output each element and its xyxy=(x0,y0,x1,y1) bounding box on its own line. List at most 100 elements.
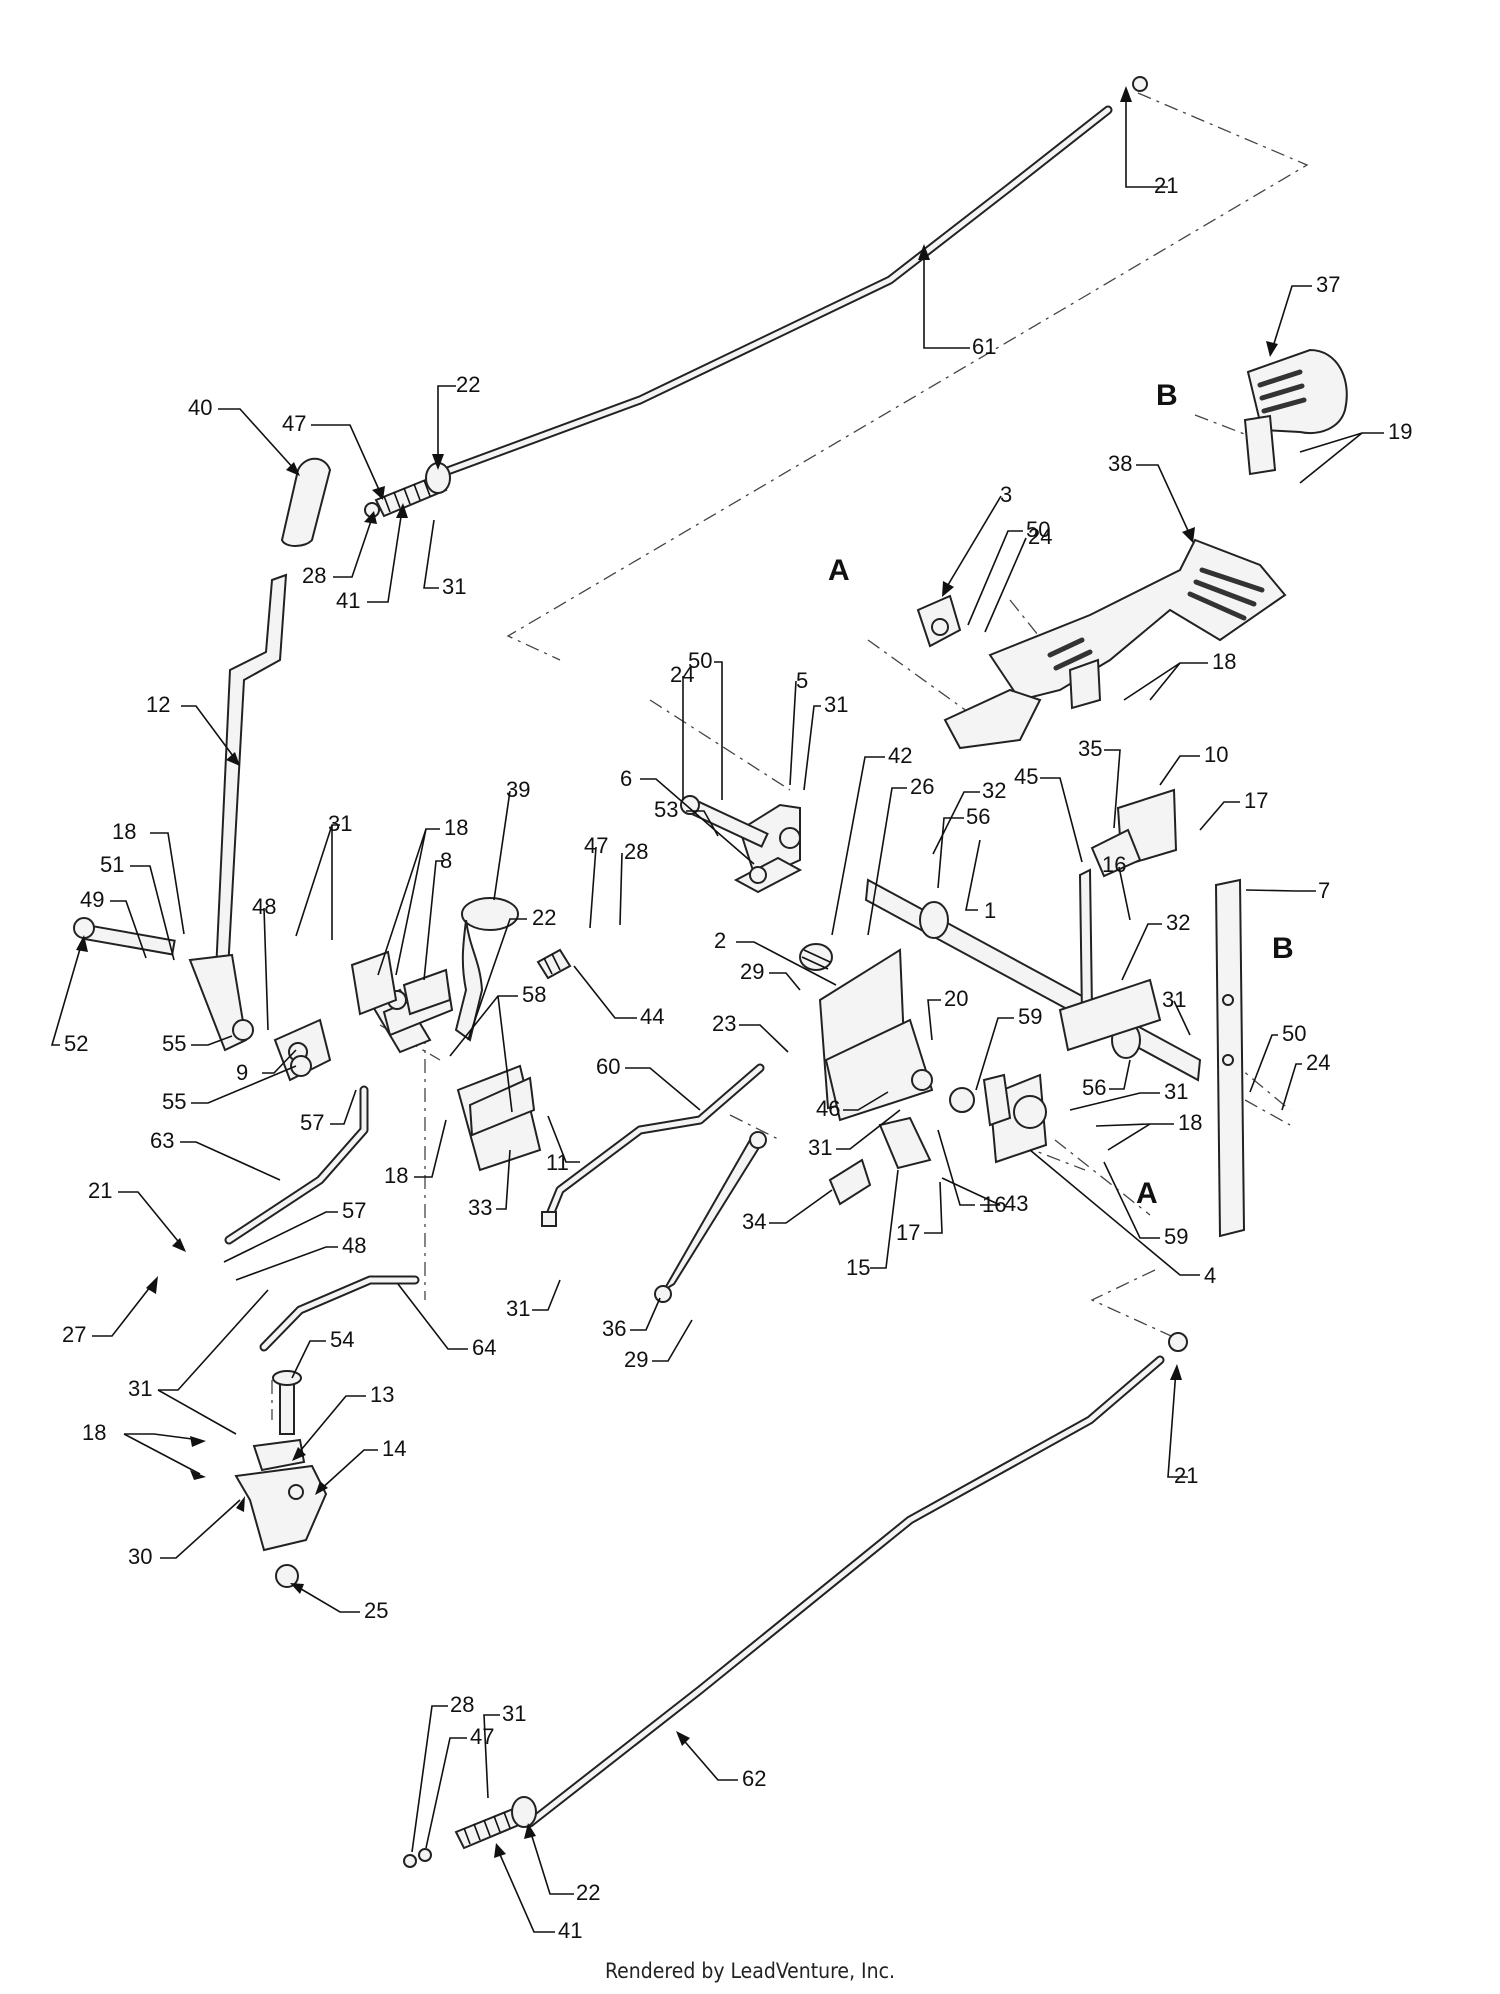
callout-24-top: 24 xyxy=(1028,524,1052,549)
callout-53: 53 xyxy=(654,797,678,822)
callout-64: 64 xyxy=(472,1335,496,1360)
callout-48-left: 48 xyxy=(342,1233,366,1258)
callout-48-mid: 48 xyxy=(252,894,276,919)
callout-14: 14 xyxy=(382,1436,406,1461)
callout-29-mid: 29 xyxy=(740,959,764,984)
callout-57-left: 57 xyxy=(342,1198,366,1223)
pin-54 xyxy=(272,1370,302,1435)
spring-44 xyxy=(536,948,572,980)
callout-16-center: 16 xyxy=(982,1192,1006,1217)
bolt-53 xyxy=(680,795,769,848)
cylinder-36 xyxy=(654,1131,767,1303)
spring-42 xyxy=(799,943,833,971)
callout-57-mid: 57 xyxy=(300,1110,324,1135)
bracket-14 xyxy=(234,1464,328,1552)
callout-47-bottom: 47 xyxy=(470,1724,494,1749)
callout-24-mid: 24 xyxy=(670,662,694,687)
bracket-13 xyxy=(252,1438,306,1472)
callout-41-top: 41 xyxy=(336,588,360,613)
knob-39 xyxy=(454,897,519,1042)
callout-28-top: 28 xyxy=(302,563,326,588)
callout-44: 44 xyxy=(640,1004,664,1029)
callout-55-top: 55 xyxy=(162,1031,186,1056)
callout-18-lower: 18 xyxy=(384,1163,408,1188)
callout-19: 19 xyxy=(1388,419,1412,444)
callout-12: 12 xyxy=(146,692,170,717)
callout-17-top: 17 xyxy=(1244,788,1268,813)
rod-60 xyxy=(541,1063,765,1227)
callout-31-left-low: 31 xyxy=(128,1376,152,1401)
bracket-15 xyxy=(878,1116,932,1170)
callout-7: 7 xyxy=(1318,878,1330,903)
callout-50-right: 50 xyxy=(1282,1021,1306,1046)
callout-56-top: 56 xyxy=(966,804,990,829)
callout-29-low: 29 xyxy=(624,1347,648,1372)
callout-18-bottom: 18 xyxy=(82,1420,106,1445)
callout-2: 2 xyxy=(714,928,726,953)
callout-34: 34 xyxy=(742,1209,766,1234)
pivot-9 xyxy=(232,1018,332,1082)
callout-36: 36 xyxy=(602,1316,626,1341)
callout-31-mid: 31 xyxy=(824,692,848,717)
lever-12 xyxy=(188,573,288,1052)
callout-59-low: 59 xyxy=(1164,1224,1188,1249)
callout-37: 37 xyxy=(1316,272,1340,297)
callout-41-bottom: 41 xyxy=(558,1918,582,1943)
callout-46: 46 xyxy=(816,1096,840,1121)
callout-5: 5 xyxy=(796,668,808,693)
callout-24-right: 24 xyxy=(1306,1050,1330,1075)
callout-62: 62 xyxy=(742,1766,766,1791)
rod-62 xyxy=(525,1332,1188,1828)
callout-54: 54 xyxy=(330,1327,354,1352)
callout-49: 49 xyxy=(80,887,104,912)
callout-3: 3 xyxy=(1000,482,1012,507)
callout-28-bottom: 28 xyxy=(450,1692,474,1717)
lever-6 xyxy=(733,856,803,894)
callout-16-top: 16 xyxy=(1102,852,1126,877)
knob-40 xyxy=(280,457,332,547)
callout-45: 45 xyxy=(1014,764,1038,789)
callout-47-top: 47 xyxy=(282,411,306,436)
callout-31-bottom: 31 xyxy=(502,1701,526,1726)
plate-4 xyxy=(982,1073,1048,1164)
callout-52: 52 xyxy=(64,1031,88,1056)
callout-35: 35 xyxy=(1078,736,1102,761)
callout-56-right: 56 xyxy=(1082,1075,1106,1100)
callout-31-top: 31 xyxy=(442,574,466,599)
callout-25: 25 xyxy=(364,1598,388,1623)
callout-18-left: 18 xyxy=(112,819,136,844)
callout-21-top: 21 xyxy=(1154,173,1178,198)
callout-50-top: 50 xyxy=(1026,517,1050,542)
callout-4: 4 xyxy=(1204,1263,1216,1288)
callout-22-mid: 22 xyxy=(532,905,556,930)
rod-61 xyxy=(429,76,1148,481)
rod-63 xyxy=(224,1085,369,1245)
callout-55-bottom: 55 xyxy=(162,1089,186,1114)
marker-b-frame: B xyxy=(1272,932,1294,965)
callout-17-center: 17 xyxy=(896,1220,920,1245)
callout-51: 51 xyxy=(100,852,124,877)
callout-31-right: 31 xyxy=(1162,987,1186,1012)
callout-18-right: 18 xyxy=(1178,1110,1202,1135)
callout-21-left: 21 xyxy=(88,1178,112,1203)
callout-61: 61 xyxy=(972,334,996,359)
callout-15: 15 xyxy=(846,1255,870,1280)
callout-33: 33 xyxy=(468,1195,492,1220)
callout-59-right: 59 xyxy=(1018,1004,1042,1029)
bracket-45 xyxy=(1058,868,1162,1052)
callout-18-mid: 18 xyxy=(444,815,468,840)
callout-39: 39 xyxy=(506,777,530,802)
rod-64 xyxy=(259,1275,420,1352)
callout-20: 20 xyxy=(944,986,968,1011)
callout-26: 26 xyxy=(910,774,934,799)
bracket-3 xyxy=(916,594,962,648)
pedal-38 xyxy=(943,538,1287,750)
callout-22-top: 22 xyxy=(456,372,480,397)
nut-25 xyxy=(275,1564,299,1588)
callout-50-mid: 50 xyxy=(688,648,712,673)
callout-10: 10 xyxy=(1204,742,1228,767)
callout-60: 60 xyxy=(596,1054,620,1079)
marker-a-pedal: A xyxy=(828,554,850,587)
callout-22-bottom: 22 xyxy=(576,1880,600,1905)
switch-35 xyxy=(1090,828,1142,878)
